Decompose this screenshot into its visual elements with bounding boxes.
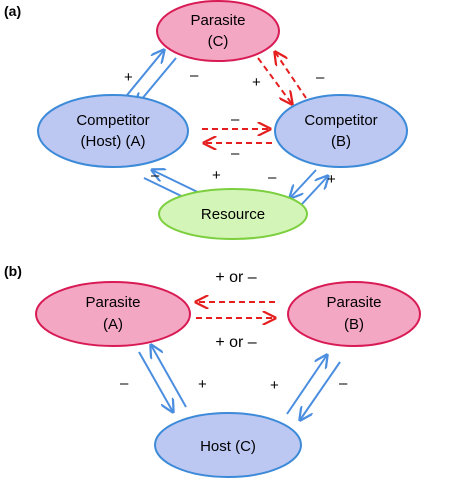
node-host-c: Host (C)	[154, 412, 302, 478]
sign-left-plus: +	[198, 376, 207, 393]
sign-competition-bottom: –	[231, 145, 240, 162]
node-parasite-c: Parasite (C)	[156, 0, 280, 62]
node-competitor-b: Competitor (B)	[274, 94, 408, 168]
sign-parasite-b-minus: –	[316, 69, 325, 86]
arrow-resource-to-b	[301, 176, 328, 205]
sign-parasite-host-minus: –	[190, 67, 199, 84]
sign-parasite-host-plus: +	[124, 69, 133, 86]
panel-b-label: (b)	[4, 263, 22, 279]
parasite-c-line2: (C)	[208, 33, 229, 50]
sign-right-minus: –	[339, 375, 348, 392]
arrow-parasite-b-down	[257, 57, 292, 104]
competitor-a-line2: (Host) (A)	[81, 133, 146, 150]
competitor-a-line1: Competitor	[76, 112, 149, 129]
sign-b-resource-plus: +	[327, 171, 336, 188]
sign-parasite-b-plus: +	[252, 74, 261, 91]
node-parasite-b: Parasite (B)	[287, 281, 421, 347]
resource-label: Resource	[201, 206, 265, 223]
host-c-label: Host (C)	[200, 438, 256, 455]
node-competitor-host-a: Competitor (Host) (A)	[37, 94, 189, 168]
panel-a-label: (a)	[4, 3, 21, 19]
parasite-a-line1: Parasite	[85, 294, 140, 311]
arrow-parasite-b-up	[275, 52, 307, 99]
parasite-b-line2: (B)	[344, 316, 364, 333]
parasite-c-line1: Parasite	[190, 12, 245, 29]
sign-competition-top: –	[231, 111, 240, 128]
arrow-host-to-parasite	[122, 50, 164, 101]
arrow-host-to-parasite-b	[286, 355, 327, 415]
node-resource: Resource	[158, 188, 308, 240]
arrow-host-to-parasite-a	[151, 345, 187, 408]
sign-left-minus: –	[120, 375, 129, 392]
parasite-a-line2: (A)	[103, 316, 123, 333]
arrow-parasite-b-to-host	[300, 361, 341, 420]
competitor-b-line2: (B)	[331, 133, 351, 150]
arrow-parasite-a-to-host	[138, 351, 173, 412]
sign-interaction-bottom: + or –	[215, 334, 256, 351]
sign-b-resource-minus: –	[268, 169, 277, 186]
competitor-b-line1: Competitor	[304, 112, 377, 129]
arrow-b-to-resource	[290, 169, 317, 198]
node-parasite-a: Parasite (A)	[35, 281, 191, 347]
sign-host-resource-minus: –	[151, 167, 160, 184]
sign-interaction-top: + or –	[215, 269, 256, 286]
parasite-b-line1: Parasite	[326, 294, 381, 311]
sign-right-plus: +	[270, 377, 279, 394]
sign-host-resource-plus: +	[212, 167, 221, 184]
